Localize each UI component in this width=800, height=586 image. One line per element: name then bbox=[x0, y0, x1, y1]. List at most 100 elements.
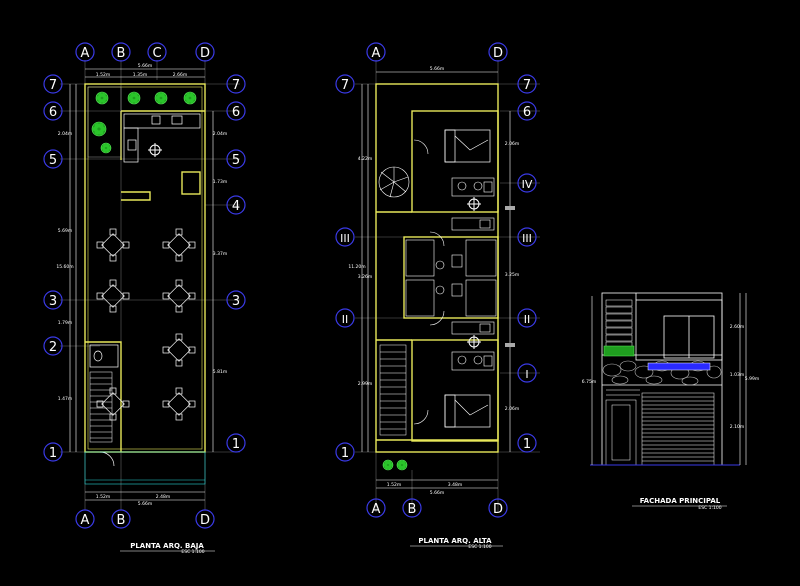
tree-leaf bbox=[401, 465, 406, 470]
table-top bbox=[167, 392, 191, 416]
plan-scale: ESC 1:100 bbox=[468, 544, 491, 550]
spiral-staircase bbox=[378, 166, 410, 198]
axis-label: III bbox=[522, 232, 532, 245]
axis-marker: 7 bbox=[43, 74, 63, 94]
strip-block bbox=[605, 334, 633, 342]
chair bbox=[162, 292, 170, 300]
axis-label: 7 bbox=[49, 78, 57, 93]
tree-leaf bbox=[105, 143, 110, 148]
axis-marker: 3 bbox=[43, 290, 63, 310]
chair bbox=[109, 279, 117, 287]
table-top bbox=[101, 233, 125, 257]
table-top bbox=[101, 392, 125, 416]
upper-floor-furniture bbox=[451, 177, 495, 371]
chair bbox=[122, 400, 130, 408]
axis-marker: 7 bbox=[335, 74, 355, 94]
strip-block bbox=[605, 299, 633, 307]
ground-floor-row-axes-left: 7 6 5 3 2 1 bbox=[43, 74, 63, 462]
axis-marker: II bbox=[517, 308, 537, 328]
chair bbox=[122, 241, 130, 249]
wall-column-markers bbox=[505, 206, 515, 347]
tree-leaf bbox=[160, 93, 165, 98]
tree-leaf bbox=[160, 98, 165, 103]
tree-leaf bbox=[401, 460, 406, 465]
axis-label: 1 bbox=[232, 437, 240, 452]
facade-title: FACHADA PRINCIPAL bbox=[640, 497, 721, 505]
axis-label: A bbox=[372, 502, 381, 517]
dining-table bbox=[162, 279, 196, 313]
tree-leaf bbox=[101, 93, 106, 98]
chair bbox=[96, 241, 104, 249]
axis-marker: 5 bbox=[43, 149, 63, 169]
chair bbox=[109, 254, 117, 262]
dimension-label: 1.52m bbox=[96, 494, 110, 500]
chair bbox=[175, 254, 183, 262]
dimension-label: 5.99m bbox=[745, 376, 759, 382]
tree-leaf bbox=[133, 93, 138, 98]
axis-marker: II bbox=[335, 308, 355, 328]
axis-label: 3 bbox=[49, 294, 57, 309]
upper-floor-col-axes-top: A D bbox=[366, 42, 508, 62]
axis-marker: B bbox=[111, 42, 131, 62]
dimension-label: 1.79m bbox=[58, 320, 72, 326]
dimension-label: 2.66m bbox=[173, 72, 187, 78]
main-facade-elevation: 6.75m 2.60m 1.03m 2.10m 5.99m FACHADA PR… bbox=[582, 292, 759, 511]
axis-marker: D bbox=[195, 42, 215, 62]
dimension-label: 1.52m bbox=[387, 482, 401, 488]
chair bbox=[175, 305, 183, 313]
axis-label: D bbox=[200, 513, 210, 528]
chair bbox=[188, 400, 196, 408]
tree-leaf bbox=[387, 460, 392, 465]
dimension-label: 5.66m bbox=[430, 66, 444, 72]
tree-symbol bbox=[95, 91, 109, 105]
chair bbox=[109, 228, 117, 236]
dimension-label: 2.04m bbox=[58, 131, 72, 137]
axis-marker: 6 bbox=[226, 101, 246, 121]
chair bbox=[162, 241, 170, 249]
dining-table bbox=[96, 228, 130, 262]
tree-symbol bbox=[100, 142, 112, 154]
axis-label: II bbox=[524, 313, 531, 326]
tree-symbol bbox=[396, 459, 408, 471]
dimension-label: 2.48m bbox=[156, 494, 170, 500]
chair bbox=[188, 292, 196, 300]
plan-title: PLANTA ARQ. BAJA bbox=[130, 542, 204, 550]
dimension-label: 5.66m bbox=[138, 501, 152, 507]
axis-marker: 3 bbox=[226, 290, 246, 310]
dimension-label: 2.04m bbox=[213, 131, 227, 137]
axis-marker: 6 bbox=[43, 101, 63, 121]
ground-floor-plan: A B C D A B D 7 6 5 3 2 1 7 6 5 4 3 1 bbox=[43, 42, 246, 555]
upper-floor-col-axes-bottom: A B D bbox=[366, 498, 508, 518]
axis-marker: A bbox=[366, 498, 386, 518]
dimension-label: 2.06m bbox=[505, 141, 519, 147]
tree-leaf bbox=[157, 93, 162, 98]
tree-leaf bbox=[98, 123, 104, 129]
plan-title: PLANTA ARQ. ALTA bbox=[418, 537, 492, 545]
upper-floor-row-axes-left: 7 III II 1 bbox=[335, 74, 355, 462]
axis-marker: 7 bbox=[517, 74, 537, 94]
dining-table bbox=[162, 228, 196, 262]
upper-floor-row-axes-right: 7 6 IV III II I 1 bbox=[517, 74, 537, 453]
tree-leaf bbox=[101, 98, 106, 103]
axis-label: D bbox=[493, 46, 503, 61]
axis-label: 2 bbox=[49, 340, 57, 355]
axis-label: D bbox=[493, 502, 503, 517]
axis-label: A bbox=[81, 46, 90, 61]
dimension-label: 2.10m bbox=[730, 424, 744, 430]
axis-marker: 1 bbox=[43, 442, 63, 462]
axis-marker: B bbox=[402, 498, 422, 518]
tree-leaf bbox=[130, 93, 135, 98]
axis-marker: 6 bbox=[517, 101, 537, 121]
tree-leaf bbox=[387, 465, 392, 470]
strip-block bbox=[605, 306, 633, 314]
ground-floor-row-axes-right: 7 6 5 4 3 1 bbox=[226, 74, 246, 453]
tree-leaf bbox=[98, 93, 103, 98]
axis-label: 7 bbox=[341, 78, 349, 93]
upper-floor-fan-symbols bbox=[467, 197, 481, 349]
garden-area bbox=[87, 86, 122, 158]
axis-label: 5 bbox=[232, 153, 240, 168]
ground-floor-col-axes-bottom: A B D bbox=[75, 509, 215, 529]
ground-floor-entrance-strip bbox=[84, 451, 206, 485]
upper-floor-stairs bbox=[379, 344, 407, 436]
axis-marker: III bbox=[335, 227, 355, 247]
